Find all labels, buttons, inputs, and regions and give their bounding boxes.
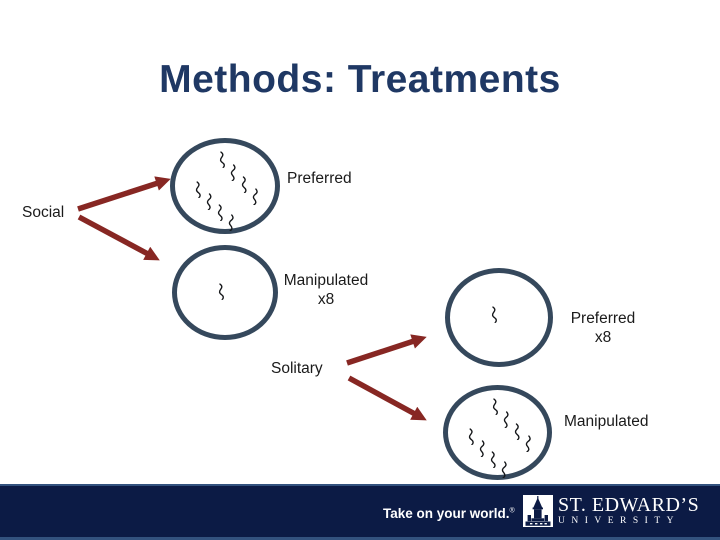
worm-icon — [468, 428, 474, 446]
arrow-social-to-manipulated — [77, 214, 160, 261]
university-subtitle: UNIVERSITY — [558, 516, 680, 526]
label-social-manipulated: Manipulated x8 — [283, 271, 369, 309]
worm-icon — [241, 176, 247, 194]
worm-icon — [219, 151, 225, 169]
worm-icon — [492, 398, 498, 416]
university-name: ST. EDWARD’S — [558, 494, 700, 516]
university-logo — [523, 495, 553, 527]
footer-tagline-text: Take on your world. — [383, 506, 510, 521]
footer-bar: Take on your world.® — [0, 484, 720, 540]
label-solitary-preferred-sublabel: x8 — [594, 329, 612, 346]
tower-icon — [523, 495, 553, 527]
worm-icon — [228, 214, 234, 232]
dish-solitary-preferred — [445, 268, 553, 367]
label-solitary-preferred-text: Preferred — [570, 310, 636, 327]
label-solitary: Solitary — [271, 360, 323, 377]
worm-icon — [206, 193, 212, 211]
worm-icon — [525, 435, 531, 453]
label-social: Social — [22, 204, 65, 221]
worm-icon — [252, 188, 258, 206]
university-name-block: ST. EDWARD’S UNIVERSITY — [558, 494, 700, 526]
worm-icon — [501, 461, 507, 479]
dish-solitary-manipulated — [443, 385, 552, 480]
footer-tagline: Take on your world.® — [383, 506, 515, 521]
label-social-manipulated-sublabel: x8 — [317, 291, 335, 308]
worm-icon — [218, 283, 224, 301]
worm-icon — [503, 411, 509, 429]
slide-title: Methods: Treatments — [159, 58, 561, 101]
worm-icon — [491, 306, 497, 324]
label-solitary-preferred: Preferred x8 — [561, 309, 645, 347]
worm-icon — [217, 204, 223, 222]
worm-icon — [490, 451, 496, 469]
worm-icon — [195, 181, 201, 199]
label-social-preferred: Preferred — [287, 170, 352, 187]
arrow-solitary-to-preferred — [346, 334, 427, 366]
arrow-solitary-to-manipulated — [347, 375, 427, 421]
worm-icon — [230, 164, 236, 182]
registered-trademark-icon: ® — [509, 507, 515, 515]
dish-social-manipulated — [172, 245, 278, 340]
label-social-manipulated-text: Manipulated — [283, 272, 369, 289]
label-solitary-manipulated: Manipulated — [564, 413, 649, 430]
dish-social-preferred — [170, 138, 280, 234]
worm-icon — [479, 440, 485, 458]
worm-icon — [514, 423, 520, 441]
arrow-social-to-preferred — [77, 176, 171, 212]
